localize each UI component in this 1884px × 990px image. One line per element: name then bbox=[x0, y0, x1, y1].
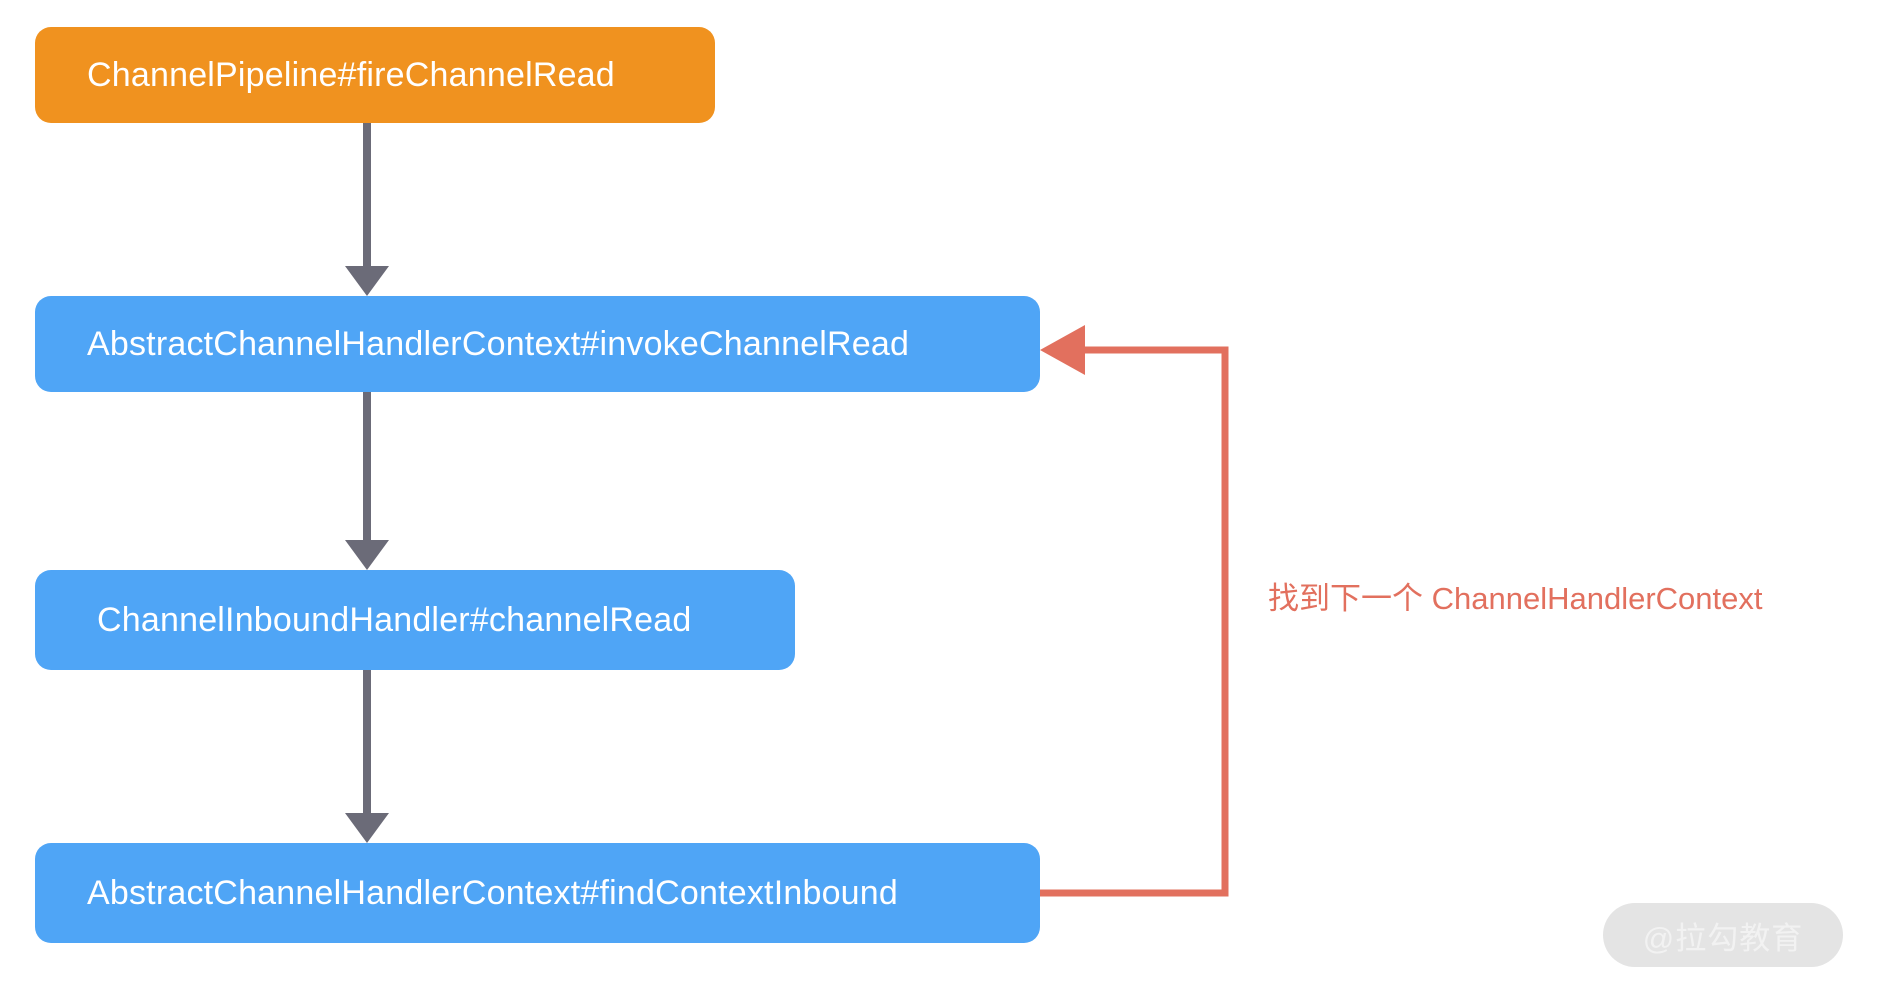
node-invoke-channel-read[interactable]: AbstractChannelHandlerContext#invokeChan… bbox=[35, 296, 1040, 392]
arrow-invoke-to-read bbox=[345, 392, 389, 570]
watermark-badge: @拉勾教育 bbox=[1603, 903, 1843, 967]
node-find-context-inbound[interactable]: AbstractChannelHandlerContext#findContex… bbox=[35, 843, 1040, 943]
node-label: ChannelInboundHandler#channelRead bbox=[97, 601, 692, 639]
arrow-read-to-find bbox=[345, 670, 389, 843]
node-channel-inbound-handler-channel-read[interactable]: ChannelInboundHandler#channelRead bbox=[35, 570, 795, 670]
node-label: AbstractChannelHandlerContext#findContex… bbox=[87, 874, 899, 912]
loop-edge-annotation: 找到下一个 ChannelHandlerContext bbox=[1268, 581, 1763, 616]
arrow-loop-back bbox=[1040, 325, 1229, 897]
watermark-label: @拉勾教育 bbox=[1642, 920, 1804, 956]
node-fire-channel-read[interactable]: ChannelPipeline#fireChannelRead bbox=[35, 27, 715, 123]
node-label: ChannelPipeline#fireChannelRead bbox=[87, 56, 615, 94]
arrow-fire-to-invoke bbox=[345, 123, 389, 296]
node-label: AbstractChannelHandlerContext#invokeChan… bbox=[87, 325, 910, 363]
